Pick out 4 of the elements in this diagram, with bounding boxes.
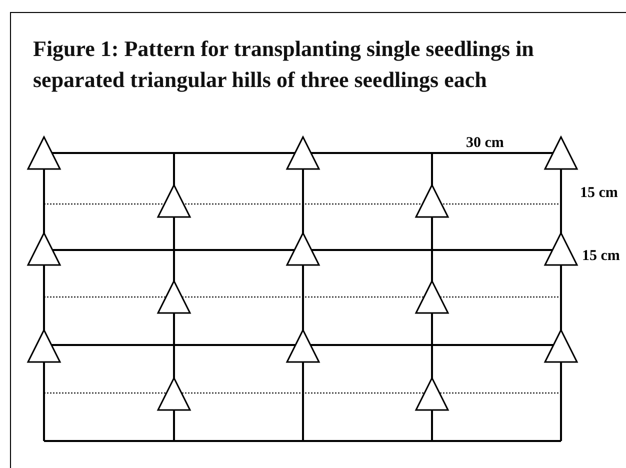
dimension-label: 30 cm bbox=[466, 135, 504, 151]
figure-title: Figure 1: Pattern for transplanting single seedlings in separated triangular hills of three seedlings each bbox=[33, 35, 535, 94]
dimension-label: 15 cm bbox=[582, 248, 620, 264]
dimension-label: 15 cm bbox=[580, 185, 618, 201]
